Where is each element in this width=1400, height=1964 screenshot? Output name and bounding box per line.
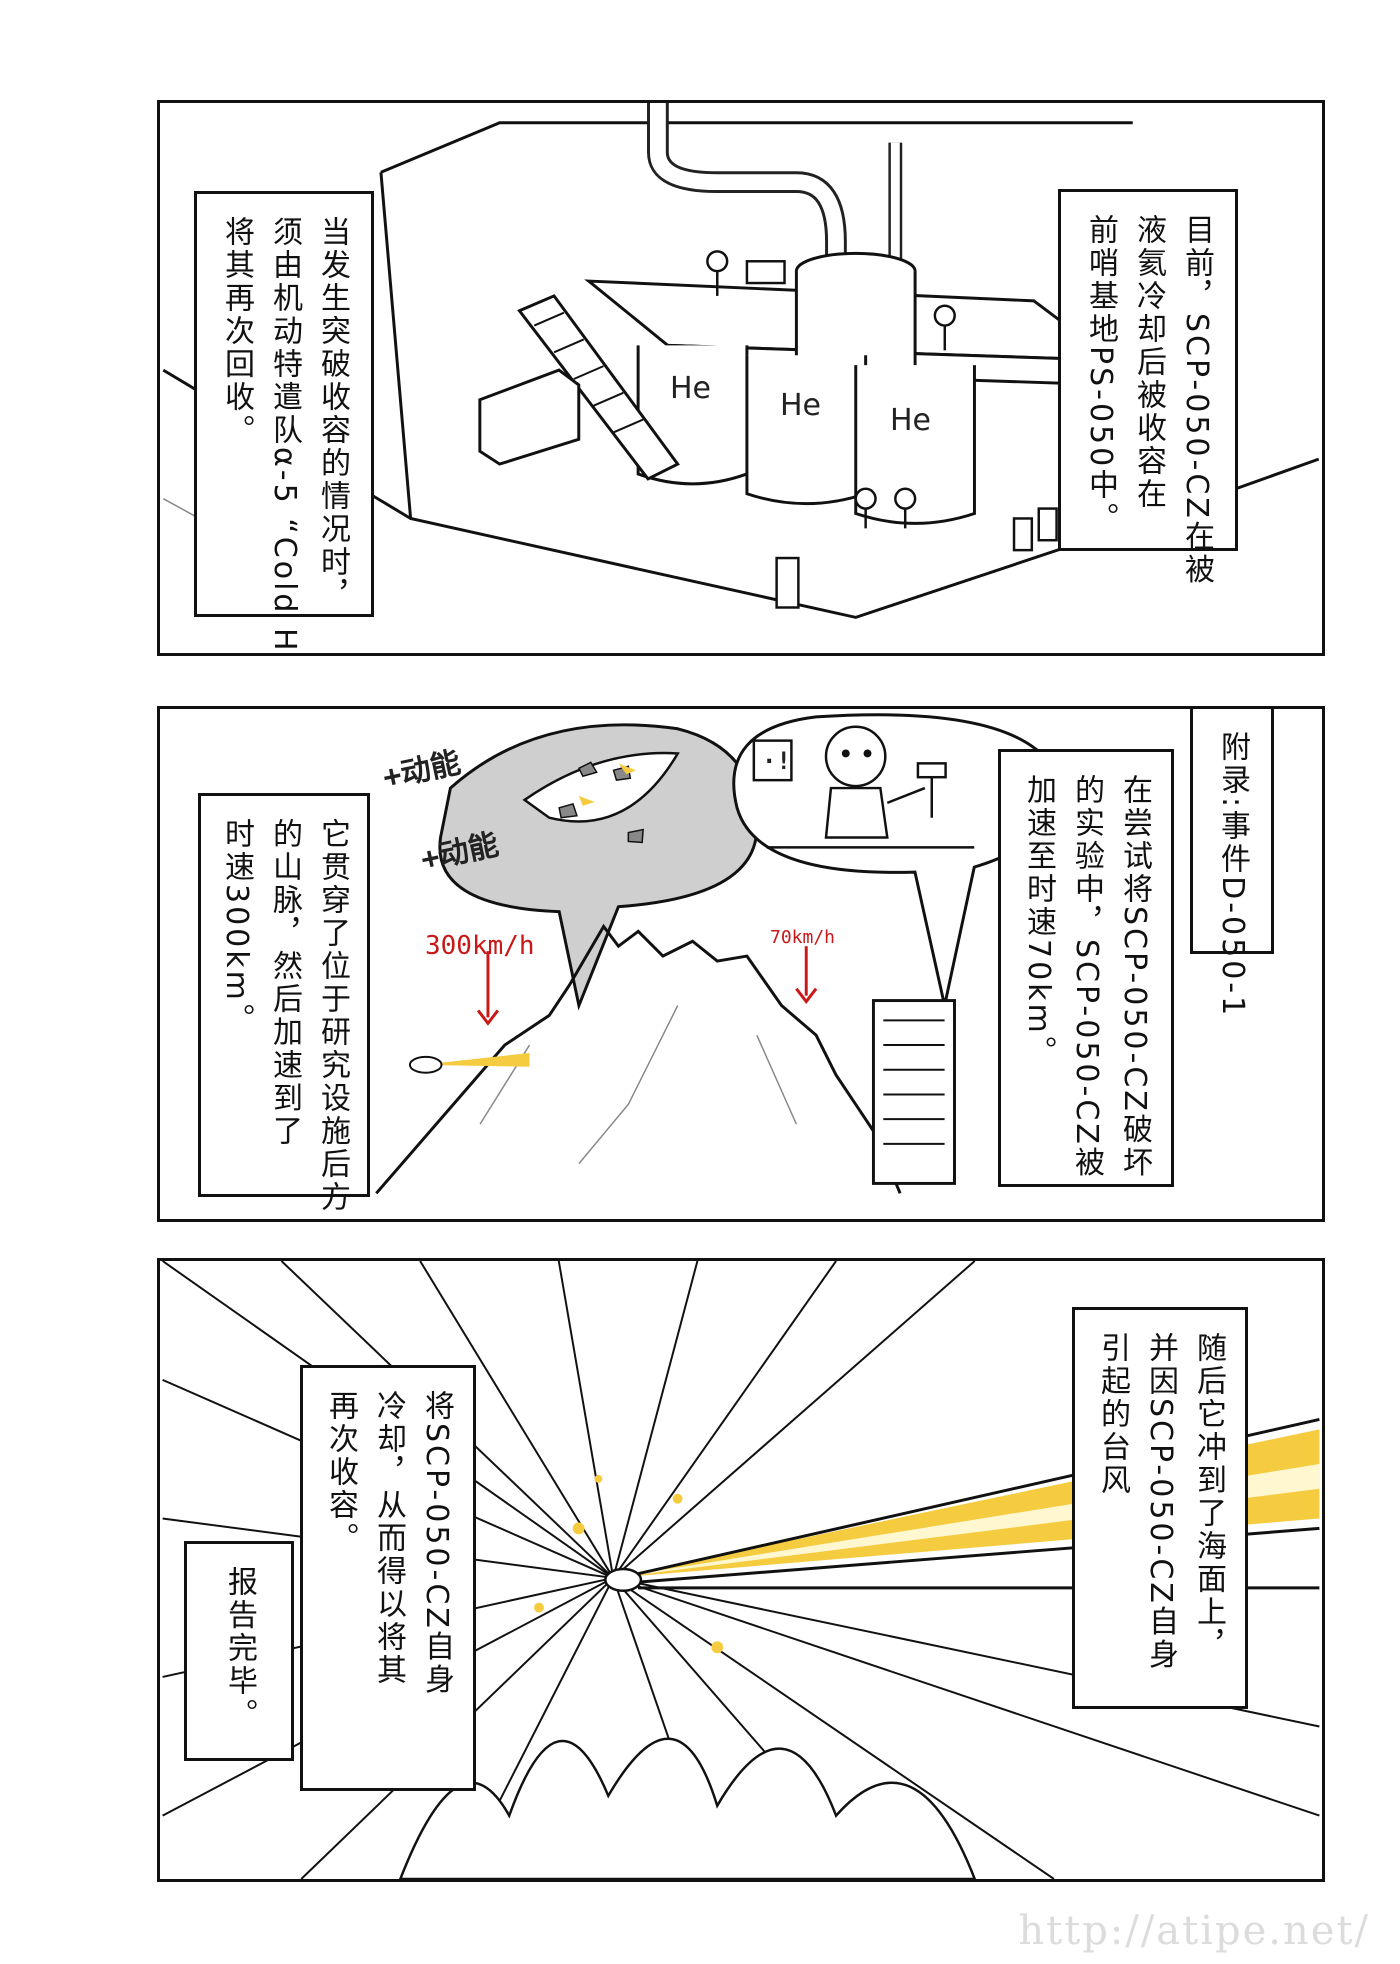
caption-line: 随后它冲到了海面上， [1191,1332,1226,1662]
caption-line: 的实验中，SCP-050-CZ被 [1069,774,1104,1180]
caption-line: 冷却，从而得以将其 [371,1390,406,1687]
caption-typhoon: 随后它冲到了海面上， 并因SCP-050-CZ自身 引起的台风 [1072,1307,1248,1709]
he-tank-label-1: He [670,371,712,406]
caption-line: 液氦冷却后被收容在 [1131,214,1166,511]
facility-illustration [162,103,1320,619]
caption-cold-head-team: 当发生突破收容的情况时， 须由机动特遣队α-5 “Cold Head” 将其再次… [194,191,374,656]
caption-line: 的山脉，然后加速到了 [267,818,302,1148]
caption-line: 将SCP-050-CZ自身 [419,1390,454,1697]
caption-line: 时速300km。 [219,818,254,1036]
caption-line: 引起的台风 [1095,1332,1130,1497]
caption-line: 将其再次回收。 [219,216,254,447]
he-tank-label-2: He [780,388,822,423]
impact-illustration [162,1261,1320,1879]
caption-recontainment: 将SCP-050-CZ自身 冷却，从而得以将其 再次收容。 [300,1365,476,1791]
panel-3-typhoon: 报告完毕。 将SCP-050-CZ自身 冷却，从而得以将其 再次收容。 随后它冲… [157,1258,1325,1882]
caption-line: 加速至时速70km。 [1021,774,1056,1069]
watermark-url: http://atipe.net/ [1018,1908,1370,1954]
panel-2-incident: +动能 +动能 ·! 300km/h 70km/h 它贯穿了位于研究设施后方 的… [157,706,1325,1222]
caption-destruction-experiment: 在尝试将SCP-050-CZ破坏 的实验中，SCP-050-CZ被 加速至时速7… [998,749,1174,1187]
caption-current-containment: 目前，SCP-050-CZ在被 液氦冷却后被收容在 前哨基地PS-050中。 [1058,189,1238,587]
caption-line: 目前，SCP-050-CZ在被 [1179,214,1214,587]
caption-line: 在尝试将SCP-050-CZ破坏 [1117,774,1152,1180]
he-tank-label-3: He [890,403,932,438]
speed-label-300: 300km/h [425,931,535,961]
caption-line: 前哨基地PS-050中。 [1083,214,1118,536]
caption-line: 须由机动特遣队α-5 “Cold Head” [267,216,302,656]
caption-line: 当发生突破收容的情况时， [315,216,350,612]
panel-1-containment: He He He 当发生突破收容的情况时， 须由机动特遣队α-5 “Cold H… [157,100,1325,656]
caption-line: 它贯穿了位于研究设施后方 [315,818,350,1214]
speed-label-70: 70km/h [770,927,836,948]
shock-mark: ·! [762,747,791,775]
caption-line: 报告完毕。 [222,1566,257,1731]
caption-line: 再次收容。 [323,1390,358,1555]
caption-appendix-title: 附录:事件D-050-1 [1190,709,1274,1019]
incident-illustration [375,713,1059,1195]
caption-line: 并因SCP-050-CZ自身 [1143,1332,1178,1672]
caption-report-complete: 报告完毕。 [184,1541,294,1761]
caption-mountain-penetration: 它贯穿了位于研究设施后方 的山脉，然后加速到了 时速300km。 [198,793,370,1214]
appendix-label: 附录:事件D-050-1 [1215,731,1250,1019]
